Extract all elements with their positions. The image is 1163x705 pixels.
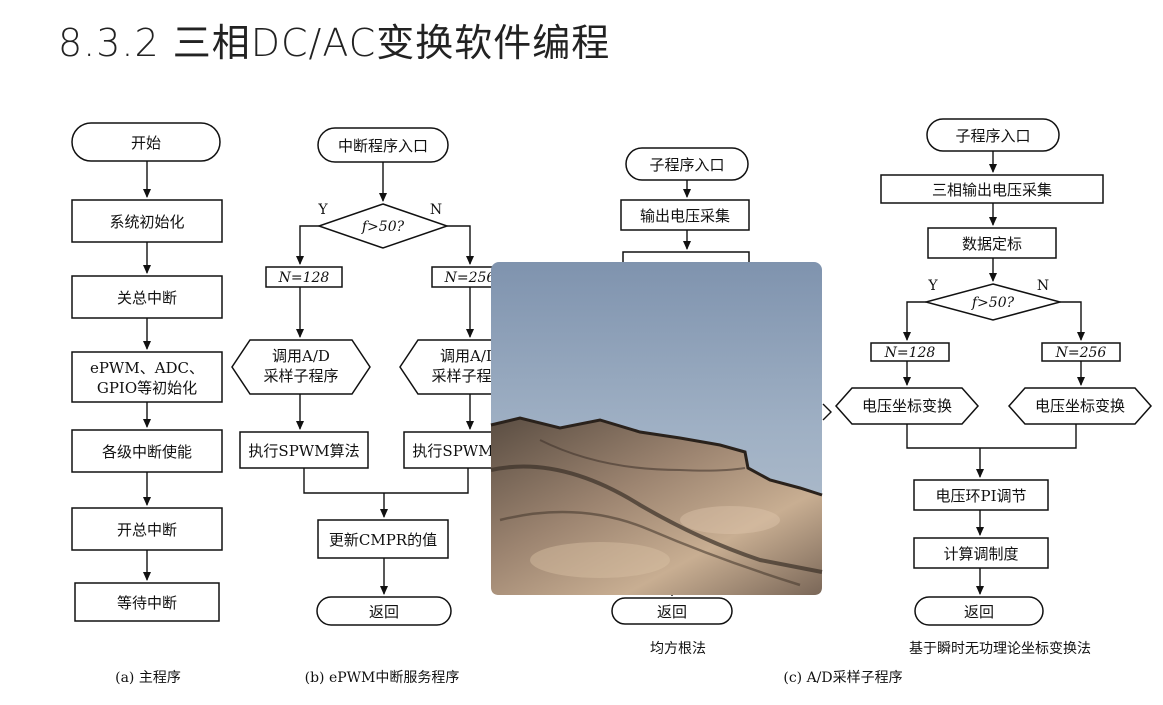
instant-pi-label: 电压环PI调节	[935, 487, 1026, 505]
main-start-terminal	[71, 122, 221, 162]
main-step-label: 各级中断使能	[102, 443, 192, 461]
main-step-label: ePWM、ADC、	[90, 359, 204, 377]
isr-spwm-left-box	[239, 431, 369, 469]
isr-call-left-hexagon	[231, 339, 371, 395]
instant-flow: 子程序入口 三相输出电压采集 数据定标 f>50? Y N N=128 N=25…	[834, 118, 1153, 657]
isr-n-right-label: N=256	[444, 270, 496, 286]
main-step-label: 关总中断	[117, 289, 177, 307]
instant-n-left-label: N=128	[884, 345, 936, 361]
instant-decision-diamond	[923, 283, 1063, 321]
rms-collect-box	[620, 199, 750, 231]
subfigure-c-caption: (c) A/D采样子程序	[783, 670, 902, 686]
main-step-label: 系统初始化	[109, 213, 184, 231]
instant-transform-left-hexagon	[834, 387, 980, 425]
instant-collect-label: 三相输出电压采集	[932, 181, 1052, 199]
instant-transform-right-label: 电压坐标变换	[1035, 397, 1125, 415]
isr-spwm-left-label: 执行SPWM算法	[248, 442, 359, 460]
isr-n-left-label: N=128	[278, 270, 330, 286]
main-caption: (a) 主程序	[115, 670, 181, 686]
isr-return-label: 返回	[369, 603, 399, 621]
landscape-photo-overlay	[490, 262, 832, 595]
instant-caption: 基于瞬时无功理论坐标变换法	[909, 640, 1091, 657]
main-step-label: 开总中断	[117, 521, 177, 539]
isr-return-terminal	[316, 596, 452, 626]
instant-return-terminal	[914, 596, 1044, 626]
isr-call-right-label: 采样子程序	[431, 367, 506, 385]
rms-collect-label: 输出电压采集	[640, 207, 730, 225]
main-step-enable-interrupts	[71, 429, 223, 473]
instant-no-label: N	[1037, 278, 1049, 294]
isr-call-left-label: 调用A/D	[272, 347, 330, 365]
instant-modulation-box	[913, 537, 1049, 569]
instant-calibrate-label: 数据定标	[962, 235, 1022, 253]
rms-entry-label: 子程序入口	[649, 156, 724, 174]
instant-n-left-box	[870, 342, 950, 362]
rms-caption: 均方根法	[650, 641, 706, 657]
main-program-flow: 开始 系统初始化 关总中断 ePWM、ADC、 GPIO等初始化 各级中断使能 …	[71, 122, 223, 686]
rms-return-label: 返回	[657, 603, 687, 621]
instant-return-label: 返回	[964, 603, 994, 621]
instant-transform-left-label: 电压坐标变换	[862, 397, 952, 415]
instant-collect-box	[880, 174, 1104, 204]
isr-decision-label: f>50?	[361, 219, 405, 235]
main-step-label: GPIO等初始化	[97, 379, 197, 397]
page-title: 8.3.2 三相DC/AC变换软件编程	[58, 21, 611, 65]
instant-yes-label: Y	[927, 278, 938, 294]
isr-update-box	[317, 519, 449, 559]
isr-update-label: 更新CMPR的值	[329, 531, 437, 549]
isr-caption: (b) ePWM中断服务程序	[305, 670, 460, 686]
main-step-enable-global	[71, 507, 223, 551]
isr-decision-diamond	[316, 203, 450, 249]
isr-n-left-box	[265, 266, 343, 288]
isr-yes-label: Y	[317, 202, 328, 218]
instant-n-right-label: N=256	[1055, 345, 1107, 361]
isr-call-left-label: 采样子程序	[263, 367, 338, 385]
instant-modulation-label: 计算调制度	[943, 545, 1018, 563]
main-start-label: 开始	[131, 134, 161, 152]
isr-no-label: N	[430, 202, 442, 218]
instant-decision-label: f>50?	[971, 295, 1015, 311]
rms-return-terminal	[611, 597, 733, 625]
isr-call-right-label: 调用A/D	[440, 347, 498, 365]
instant-calibrate-box	[927, 227, 1057, 259]
main-step-label: 等待中断	[117, 594, 177, 612]
main-step-wait-interrupt	[74, 582, 220, 622]
isr-entry-label: 中断程序入口	[338, 137, 428, 155]
instant-transform-right-hexagon	[1007, 387, 1153, 425]
instant-entry-label: 子程序入口	[955, 127, 1030, 145]
instant-pi-box	[913, 479, 1049, 511]
